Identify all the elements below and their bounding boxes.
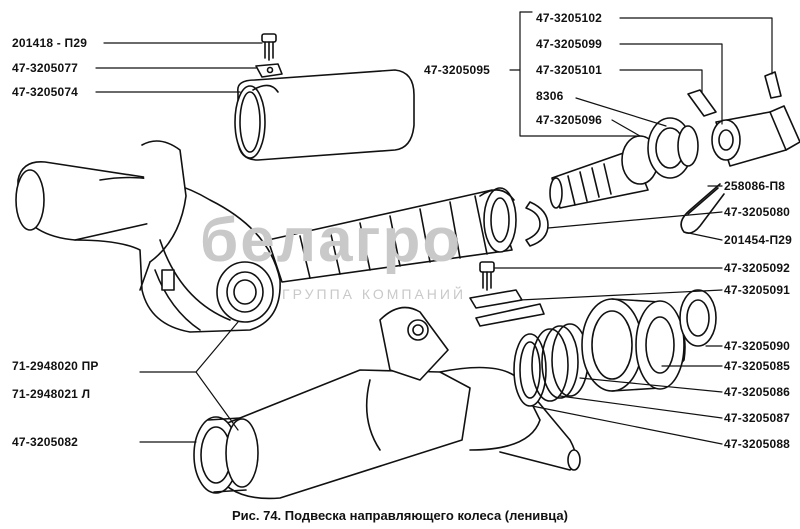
label-47-3205102: 47-3205102	[536, 11, 603, 25]
label-71-2948021-l: 71-2948021 Л	[12, 387, 91, 401]
label-47-3205077: 47-3205077	[12, 61, 79, 75]
label-47-3205080: 47-3205080	[724, 205, 791, 219]
label-47-3205086: 47-3205086	[724, 385, 791, 399]
label-8306: 8306	[536, 89, 564, 103]
axle-housing-part	[209, 306, 581, 500]
label-47-3205087: 47-3205087	[724, 411, 791, 425]
eccentric-bolt-part	[549, 117, 699, 209]
crank-block-part	[711, 105, 800, 167]
label-258086-p8: 258086-П8	[724, 179, 786, 193]
pin-small-part	[764, 71, 782, 99]
pin-part	[687, 89, 717, 117]
label-47-3205099: 47-3205099	[536, 37, 603, 51]
lock-washer-part	[469, 289, 545, 327]
label-47-3205082: 47-3205082	[12, 435, 79, 449]
lock-plate-part	[255, 63, 283, 78]
cover-cup-part	[679, 289, 717, 347]
bearing-part	[581, 298, 686, 392]
label-47-3205088: 47-3205088	[724, 437, 791, 451]
bolt-part	[261, 33, 277, 61]
label-47-3205101: 47-3205101	[536, 63, 603, 77]
figure-caption: Рис. 74. Подвеска направляющего колеса (…	[231, 508, 568, 523]
small-bolt-part	[479, 261, 495, 291]
label-47-3205092: 47-3205092	[724, 261, 791, 275]
label-47-3205091: 47-3205091	[724, 283, 791, 297]
half-ring-part	[525, 201, 549, 247]
splined-shaft-part	[267, 187, 517, 283]
sleeve-part	[234, 69, 415, 161]
label-71-2948020-pr: 71-2948020 ПР	[12, 359, 99, 373]
end-bushing-part	[193, 416, 259, 494]
label-47-3205085: 47-3205085	[724, 359, 791, 373]
label-47-3205095: 47-3205095	[424, 63, 491, 77]
cotter-pin-part	[680, 183, 725, 234]
balancer-arm-part	[15, 140, 281, 333]
label-201454-p29: 201454-П29	[724, 233, 793, 247]
label-47-3205090: 47-3205090	[724, 339, 791, 353]
leader-lines	[95, 11, 773, 445]
label-201418-p29: 201418 - П29	[12, 36, 88, 50]
label-47-3205096: 47-3205096	[536, 113, 603, 127]
label-47-3205074: 47-3205074	[12, 85, 79, 99]
seal-ring-part	[513, 333, 547, 407]
